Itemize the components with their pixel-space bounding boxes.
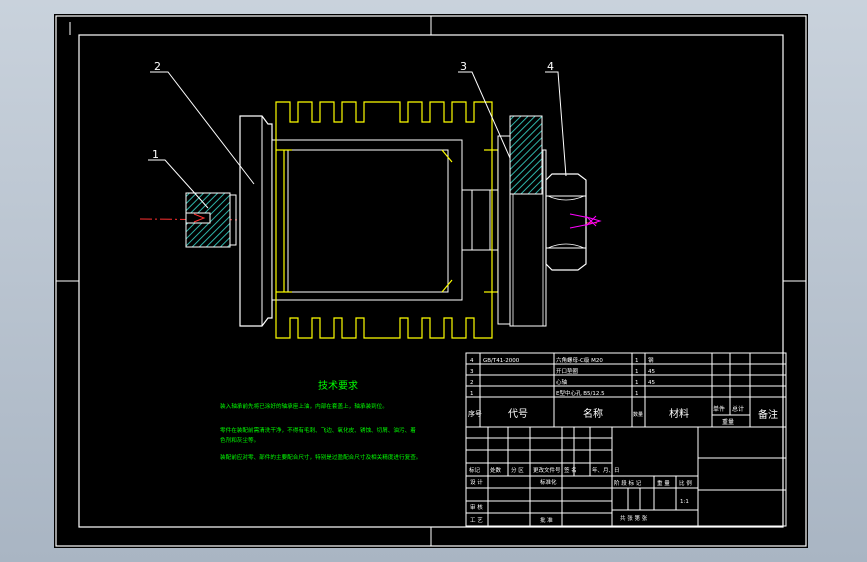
bom-row-4-mat: 钢 <box>648 356 654 364</box>
part-2-mandrel <box>239 115 547 327</box>
balloon-4: 4 <box>547 60 554 73</box>
balloon-1: 1 <box>152 148 159 161</box>
tb-stage: 阶 段 标 记 <box>614 479 642 487</box>
tb-sign: 签 名 <box>564 466 577 474</box>
bom-row-1-name: E型中心孔 B5/12.5 <box>556 389 605 397</box>
bom-header-mat: 材料 <box>669 407 689 420</box>
part-4-hex-nut <box>545 173 602 271</box>
bom-row-2-name: 心轴 <box>556 378 568 386</box>
tb-design: 设 计 <box>470 478 483 486</box>
bom-header-single: 单件 <box>713 405 725 413</box>
tb-count: 处数 <box>490 466 502 474</box>
bom-header-no: 序号 <box>468 409 482 418</box>
title-block <box>465 426 787 527</box>
bom-row-4-code: GB/T41-2000 <box>483 358 520 364</box>
tb-scale-value: 1:1 <box>680 499 689 505</box>
part-3-open-washer <box>509 115 543 195</box>
bom-row-2-no: 2 <box>470 380 474 386</box>
bom-row-1-qty: 1 <box>635 391 639 397</box>
centering-marks <box>56 16 806 546</box>
bom-header-name: 名称 <box>583 407 603 420</box>
bom-row-3-name: 开口垫圈 <box>556 367 579 375</box>
tech-line-1: 装入轴承前先将已涂好的轴承座上油，内部在套盖上，轴承装到位。 <box>220 402 388 410</box>
bom-row-4-name: 六角螺母-C级 M20 <box>556 356 603 364</box>
tb-review: 审 核 <box>470 503 483 511</box>
tech-title: 技术要求 <box>318 379 358 392</box>
tech-line-3: 色剂和灰尘等。 <box>220 436 259 444</box>
bom-row-3-no: 3 <box>470 369 474 375</box>
part-1-center-hole-plug <box>185 192 237 248</box>
tb-sheets: 共 张 第 张 <box>620 514 648 522</box>
bom-row-4-qty: 1 <box>635 358 639 364</box>
bom-header: 序号 代号 名称 数量 材料 单件 总计 重量 备注 <box>468 405 778 426</box>
tb-mark: 标记 <box>469 466 481 474</box>
balloon-2: 2 <box>154 60 161 73</box>
bom-row-2-mat: 45 <box>648 380 655 386</box>
bom-header-total: 总计 <box>732 405 744 413</box>
tech-line-4: 装配前应对零、部件的主要配合尺寸，特别是过盈配合尺寸及相关精度进行复查。 <box>220 453 421 461</box>
tb-process: 工 艺 <box>470 517 483 524</box>
bom-row-1-no: 1 <box>470 391 474 397</box>
tb-scale: 比 例 <box>679 479 692 487</box>
bom-table <box>465 352 787 428</box>
bom-header-remark: 备注 <box>758 408 778 421</box>
bom-header-qty: 数量 <box>633 411 643 418</box>
tb-approve: 批 准 <box>540 516 553 524</box>
tb-weight: 重 量 <box>657 479 670 487</box>
bom-row-3-mat: 45 <box>648 369 655 375</box>
technical-requirements: 技术要求 装入轴承前先将已涂好的轴承座上油，内部在套盖上，轴承装到位。 零件在装… <box>220 379 421 461</box>
tb-std: 标准化 <box>540 478 557 486</box>
tb-zone: 分 区 <box>511 466 524 474</box>
tb-date: 年、月、日 <box>592 466 620 474</box>
tech-line-2: 零件在装配前需清洗干净，不得有毛刺、飞边、氧化皮、锈蚀、切屑、油污、着 <box>220 426 416 434</box>
bom-row-3-qty: 1 <box>635 369 639 375</box>
bom-row-4-no: 4 <box>470 358 474 364</box>
tb-docno: 更改文件号 <box>533 466 561 474</box>
balloon-3: 3 <box>460 60 467 73</box>
bom-header-weight: 重量 <box>722 418 734 426</box>
bom-header-code: 代号 <box>508 408 528 420</box>
bom-row-2-qty: 1 <box>635 380 639 386</box>
leader-lines <box>148 71 567 209</box>
